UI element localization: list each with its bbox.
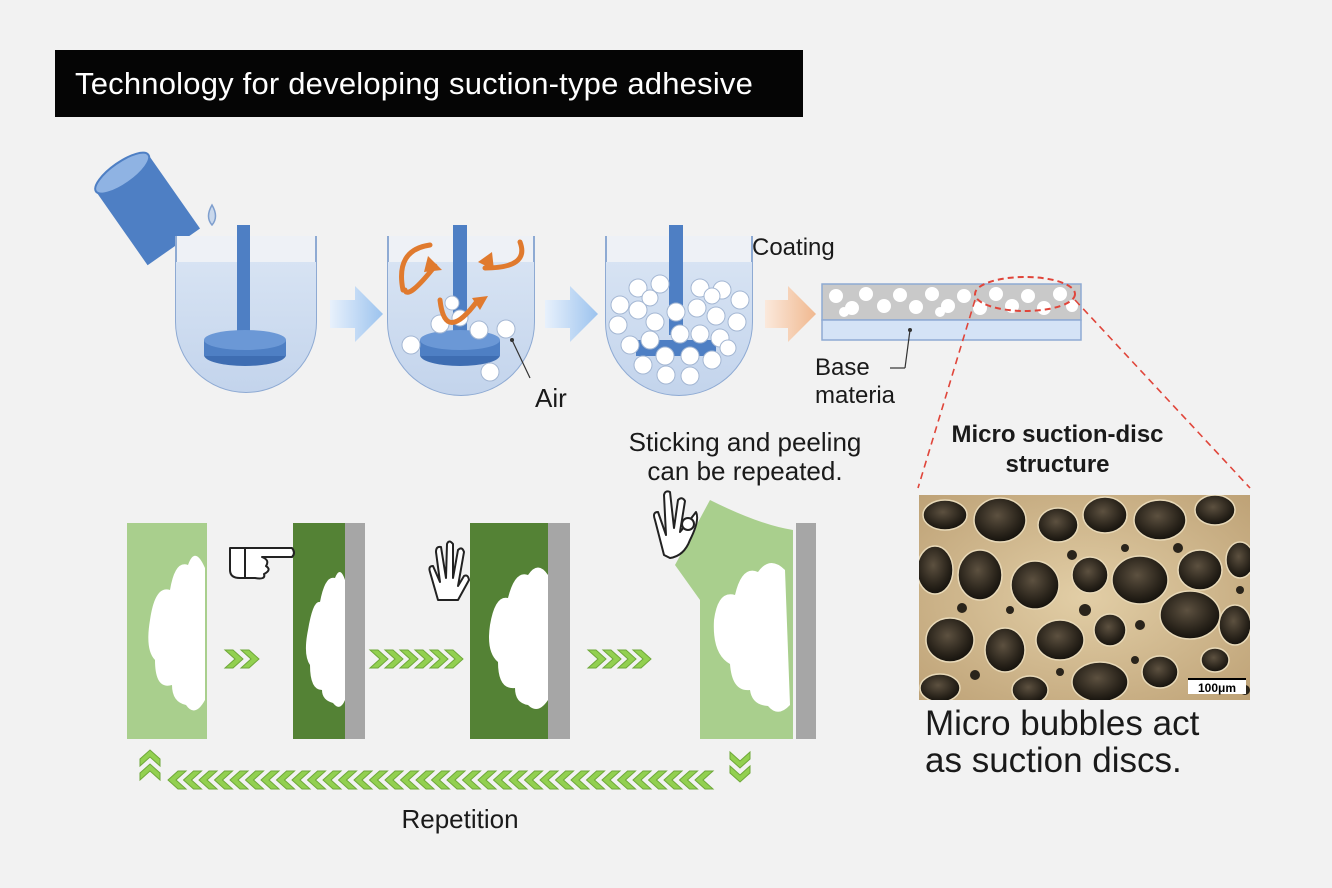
repetition-chevron: [275, 770, 296, 790]
repetition-loop-arrows: [139, 749, 751, 790]
air-label: Air: [535, 383, 567, 413]
repetition-chevron: [632, 770, 653, 790]
sticking-line-1: Sticking and peeling: [628, 427, 862, 457]
process-arrow-3: [765, 286, 816, 342]
base-material-line-1: Base: [815, 354, 870, 381]
adhesive-panel-3: [470, 523, 570, 739]
repetition-chevron: [647, 770, 668, 790]
repetition-chevron: [446, 770, 467, 790]
pouring-cup-icon: [94, 151, 201, 266]
repetition-chevron: [368, 770, 389, 790]
repetition-chevron: [337, 770, 358, 790]
repetition-chevron: [213, 770, 234, 790]
adhesive-panel-1: [127, 523, 207, 739]
base-material-line-2: materia: [815, 382, 896, 409]
micro-title-line-1: Micro suction-disc: [951, 421, 1164, 448]
repetition-chevron: [430, 770, 451, 790]
repetition-chevron: [229, 770, 250, 790]
double-chevron-icon: [223, 649, 652, 669]
repetition-chevron: [508, 770, 529, 790]
repetition-chevron: [353, 770, 374, 790]
repetition-chevron: [601, 770, 622, 790]
repetition-chevron: [663, 770, 684, 790]
repetition-chevron: [570, 770, 591, 790]
adhesive-panel-2: [293, 523, 365, 739]
repetition-chevron: [554, 770, 575, 790]
coated-sheet: [821, 283, 1082, 341]
zoom-dashed-line-left: [917, 299, 976, 489]
mixing-container-1: [175, 225, 317, 393]
repetition-label: Repetition: [401, 804, 519, 834]
repetition-chevron: [384, 770, 405, 790]
bubbles-caption: Micro bubbles act as suction discs.: [925, 705, 1285, 779]
mixing-container-3: [605, 225, 753, 396]
liquid-drop-1: [207, 203, 217, 227]
sticking-line-2: can be repeated.: [647, 456, 843, 486]
repetition-chevron: [399, 770, 420, 790]
zoom-dashed-ellipse: [974, 276, 1076, 312]
scale-bar-label: 100μm: [1188, 678, 1246, 695]
title-bar: Technology for developing suction-type a…: [55, 50, 803, 117]
coating-label: Coating: [752, 234, 835, 261]
micrograph-image: [919, 495, 1250, 700]
repetition-chevron: [322, 770, 343, 790]
repetition-chevron: [415, 770, 436, 790]
air-pointer-line: [511, 339, 531, 379]
repetition-chevron: [678, 770, 699, 790]
base-material-label: Base materia: [815, 354, 935, 410]
micro-title-line-2: structure: [1005, 451, 1110, 478]
repetition-chevron: [694, 770, 715, 790]
zoom-dashed-line-right: [1074, 299, 1251, 489]
repetition-chevron: [167, 770, 188, 790]
pointing-hand-icon: [229, 547, 295, 580]
repetition-chevron: [291, 770, 312, 790]
bubbles-line-1: Micro bubbles act: [925, 704, 1200, 743]
swirl-arrowheads: [424, 252, 494, 310]
repetition-chevron: [616, 770, 637, 790]
repetition-chevron: [461, 770, 482, 790]
repetition-chevron: [492, 770, 513, 790]
page-title: Technology for developing suction-type a…: [75, 65, 754, 101]
repetition-chevron: [260, 770, 281, 790]
process-arrow-1: [330, 286, 383, 342]
repetition-chevron: [244, 770, 265, 790]
sticking-label: Sticking and peeling can be repeated.: [600, 428, 890, 486]
repetition-chevron: [523, 770, 544, 790]
micro-structure-title: Micro suction-disc structure: [905, 420, 1210, 480]
process-arrow-2: [545, 286, 598, 342]
ok-hand-icon: [653, 490, 699, 559]
bubbles-line-2: as suction discs.: [925, 741, 1182, 780]
repetition-chevron: [306, 770, 327, 790]
repetition-chevron: [182, 770, 203, 790]
repetition-chevron: [585, 770, 606, 790]
repetition-chevron: [539, 770, 560, 790]
open-hand-icon: [428, 540, 470, 601]
adhesive-panel-4: [675, 500, 816, 739]
repetition-chevron: [477, 770, 498, 790]
repetition-chevron: [198, 770, 219, 790]
